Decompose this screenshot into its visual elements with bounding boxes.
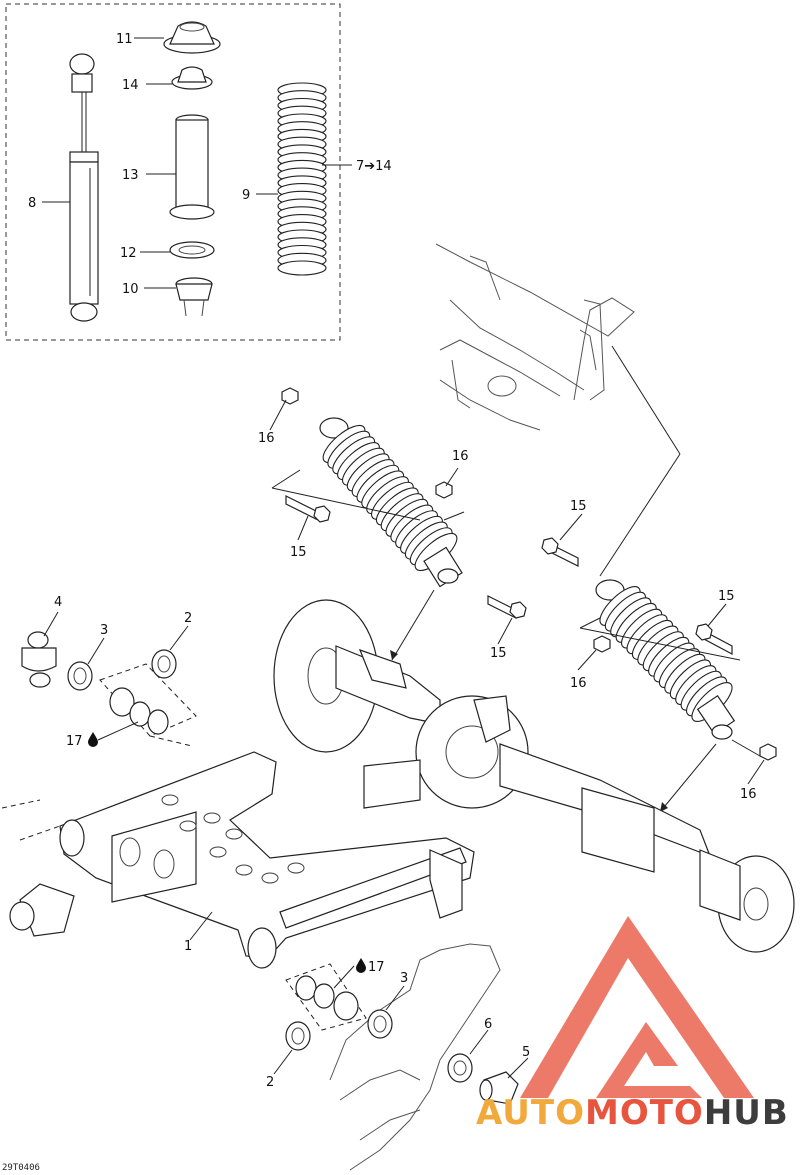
swing-arm-part-1 bbox=[1, 751, 475, 969]
spring-retainer-cap-part-11 bbox=[163, 21, 221, 54]
retainer-clip-part-14 bbox=[171, 66, 213, 90]
callout-17-b: 17 bbox=[368, 960, 385, 975]
watermark-text-hub: HUB bbox=[704, 1093, 789, 1133]
callout-3-a: 3 bbox=[100, 623, 108, 638]
bearing-part-2-a bbox=[151, 649, 177, 679]
callout-12: 12 bbox=[120, 246, 137, 261]
callout-4: 4 bbox=[54, 595, 62, 610]
callout-3-b: 3 bbox=[400, 971, 408, 986]
bolt-part-15-b bbox=[487, 595, 527, 619]
reference-code: 29T0406 bbox=[2, 1163, 40, 1173]
watermark-text-auto: AUTO bbox=[476, 1093, 585, 1133]
callout-7-to-14: 7➔14 bbox=[356, 159, 392, 174]
left-shock-spring bbox=[322, 424, 458, 572]
automotohub-watermark: AUTOMOTOHUB bbox=[476, 916, 789, 1133]
lower-frame-outline bbox=[329, 943, 501, 1171]
shock-absorber-part-8 bbox=[69, 53, 99, 322]
spring-coil-turn bbox=[277, 260, 327, 276]
callout-16-c: 16 bbox=[570, 676, 587, 691]
callout-11: 11 bbox=[116, 32, 133, 47]
pivot-bolt-part-5 bbox=[479, 1071, 519, 1105]
bolt-part-15-c bbox=[541, 537, 579, 567]
lubricant-drop-icon bbox=[88, 732, 98, 747]
callout-15-d: 15 bbox=[718, 589, 735, 604]
callout-16-a: 16 bbox=[258, 431, 275, 446]
bearing-set-part-17-a bbox=[99, 663, 197, 747]
nut-part-16-a bbox=[281, 387, 299, 405]
pivot-bushing-part-4 bbox=[21, 631, 57, 688]
callout-9: 9 bbox=[242, 188, 250, 203]
callout-15-b: 15 bbox=[490, 646, 507, 661]
callout-5: 5 bbox=[522, 1045, 530, 1060]
coil-spring-part-9 bbox=[277, 82, 327, 276]
nut-part-16-c bbox=[593, 635, 611, 653]
callout-17-a: 17 bbox=[66, 734, 83, 749]
callout-14: 14 bbox=[122, 78, 139, 93]
nut-part-16-b bbox=[435, 481, 453, 499]
svg-text:AUTOMOTOHUB: AUTOMOTOHUB bbox=[476, 1093, 789, 1133]
callout-8: 8 bbox=[28, 196, 36, 211]
callout-10: 10 bbox=[122, 282, 139, 297]
bolt-part-15-a bbox=[285, 495, 331, 523]
right-shock-assembly bbox=[595, 579, 736, 740]
washer-part-12 bbox=[169, 241, 215, 259]
callout-1: 1 bbox=[184, 939, 192, 954]
callout-2-a: 2 bbox=[184, 611, 192, 626]
rear-axle-assembly bbox=[273, 599, 795, 953]
nut-part-16-d bbox=[759, 743, 777, 761]
chassis-frame bbox=[435, 243, 635, 431]
callout-6: 6 bbox=[484, 1017, 492, 1032]
right-shock-spring bbox=[599, 586, 733, 722]
callout-16-d: 16 bbox=[740, 787, 757, 802]
bearing-set-part-17-b bbox=[285, 963, 367, 1031]
spring-seat-part-10 bbox=[175, 277, 213, 317]
callout-15-c: 15 bbox=[570, 499, 587, 514]
nut-part-6 bbox=[447, 1053, 473, 1083]
seal-part-3-a bbox=[67, 661, 93, 691]
watermark-text-moto: MOTO bbox=[585, 1093, 704, 1133]
callout-13: 13 bbox=[122, 168, 139, 183]
left-shock-assembly bbox=[319, 417, 463, 588]
watermark-triangle-logo bbox=[520, 916, 754, 1098]
bolt-part-15-d bbox=[695, 623, 733, 655]
seal-part-3-b bbox=[367, 1009, 393, 1039]
bump-stop-boot-part-13 bbox=[169, 114, 215, 220]
shock-kit-inset-frame bbox=[5, 3, 341, 341]
callout-2-b: 2 bbox=[266, 1075, 274, 1090]
lubricant-drop-icon bbox=[356, 958, 366, 973]
bearing-part-2-b bbox=[285, 1021, 311, 1051]
callout-15-a: 15 bbox=[290, 545, 307, 560]
callout-16-b: 16 bbox=[452, 449, 469, 464]
